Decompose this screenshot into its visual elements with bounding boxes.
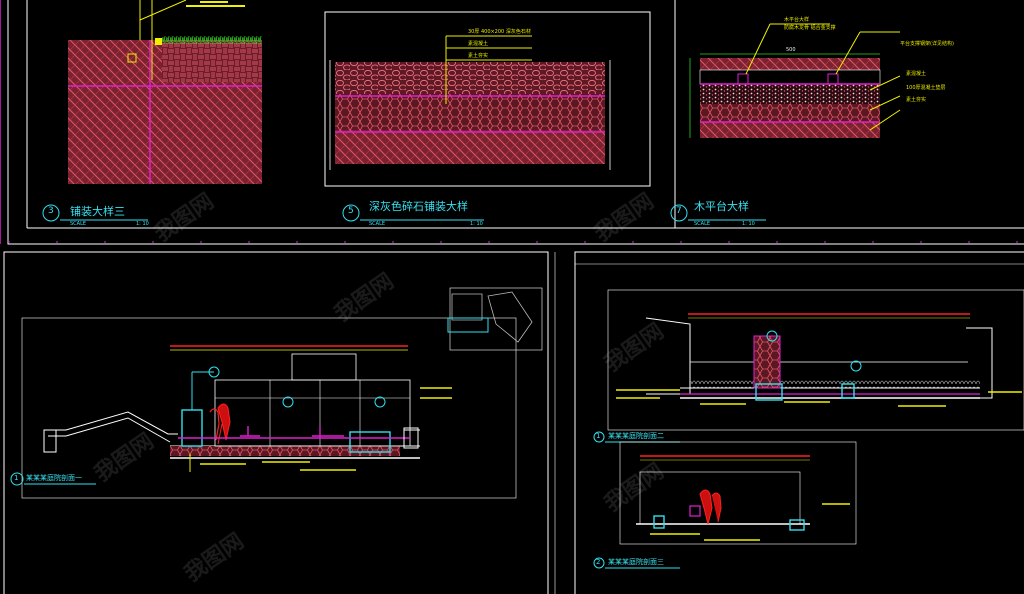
section-1-title: 某某某庭院剖面一 xyxy=(26,474,82,482)
detail-3-number: 3 xyxy=(48,206,54,216)
detail-7-note-top-2: 防腐木龙骨 铝合金支撑 xyxy=(784,25,836,31)
detail-5-note-1: 30厚 400×200 深灰色石材 xyxy=(468,29,531,35)
detail-3-scale-label: SCALE xyxy=(70,221,87,227)
top-detail-sheet xyxy=(0,0,1024,245)
detail-5-scale-value: 1: 10 xyxy=(470,221,483,227)
detail-3-title: 铺装大样三 xyxy=(70,205,125,218)
detail-5-note-3: 素土夯实 xyxy=(468,53,489,59)
detail-7-scale-value: 1: 10 xyxy=(742,221,755,227)
deck-detail-7 xyxy=(670,23,901,222)
paving-detail-3 xyxy=(42,0,262,222)
section-3-number: 2 xyxy=(596,558,601,566)
detail-7-note-right-2: 素混凝土 xyxy=(906,71,927,77)
detail-7-title: 木平台大样 xyxy=(694,200,749,213)
section-sheet-right xyxy=(574,251,1024,594)
section-3-title: 某某某庭院剖面三 xyxy=(608,558,664,566)
detail-3-scale-value: 1: 10 xyxy=(136,221,149,227)
detail-7-dimension: 500 xyxy=(786,47,796,53)
detail-7-note-right-3: 100厚混凝土垫层 xyxy=(906,85,946,91)
section-1-number: 1 xyxy=(14,474,19,482)
detail-5-scale-label: SCALE xyxy=(369,221,386,227)
section-2-title: 某某某庭院剖面二 xyxy=(608,432,664,440)
detail-5-note-2: 素混凝土 xyxy=(468,41,489,47)
detail-7-note-right-1: 平台支撑钢架(详见结构) xyxy=(900,41,954,47)
detail-7-scale-label: SCALE xyxy=(694,221,711,227)
detail-7-number: 7 xyxy=(676,206,682,216)
detail-7-note-top-1: 木平台大样 xyxy=(784,17,810,23)
section-sheet-left xyxy=(3,251,556,594)
paving-detail-5 xyxy=(324,11,651,222)
section-2-number: 1 xyxy=(596,432,601,440)
detail-5-number: 5 xyxy=(348,206,354,216)
detail-5-title: 深灰色碎石铺装大样 xyxy=(369,200,468,213)
detail-7-note-right-4: 素土夯实 xyxy=(906,97,927,103)
